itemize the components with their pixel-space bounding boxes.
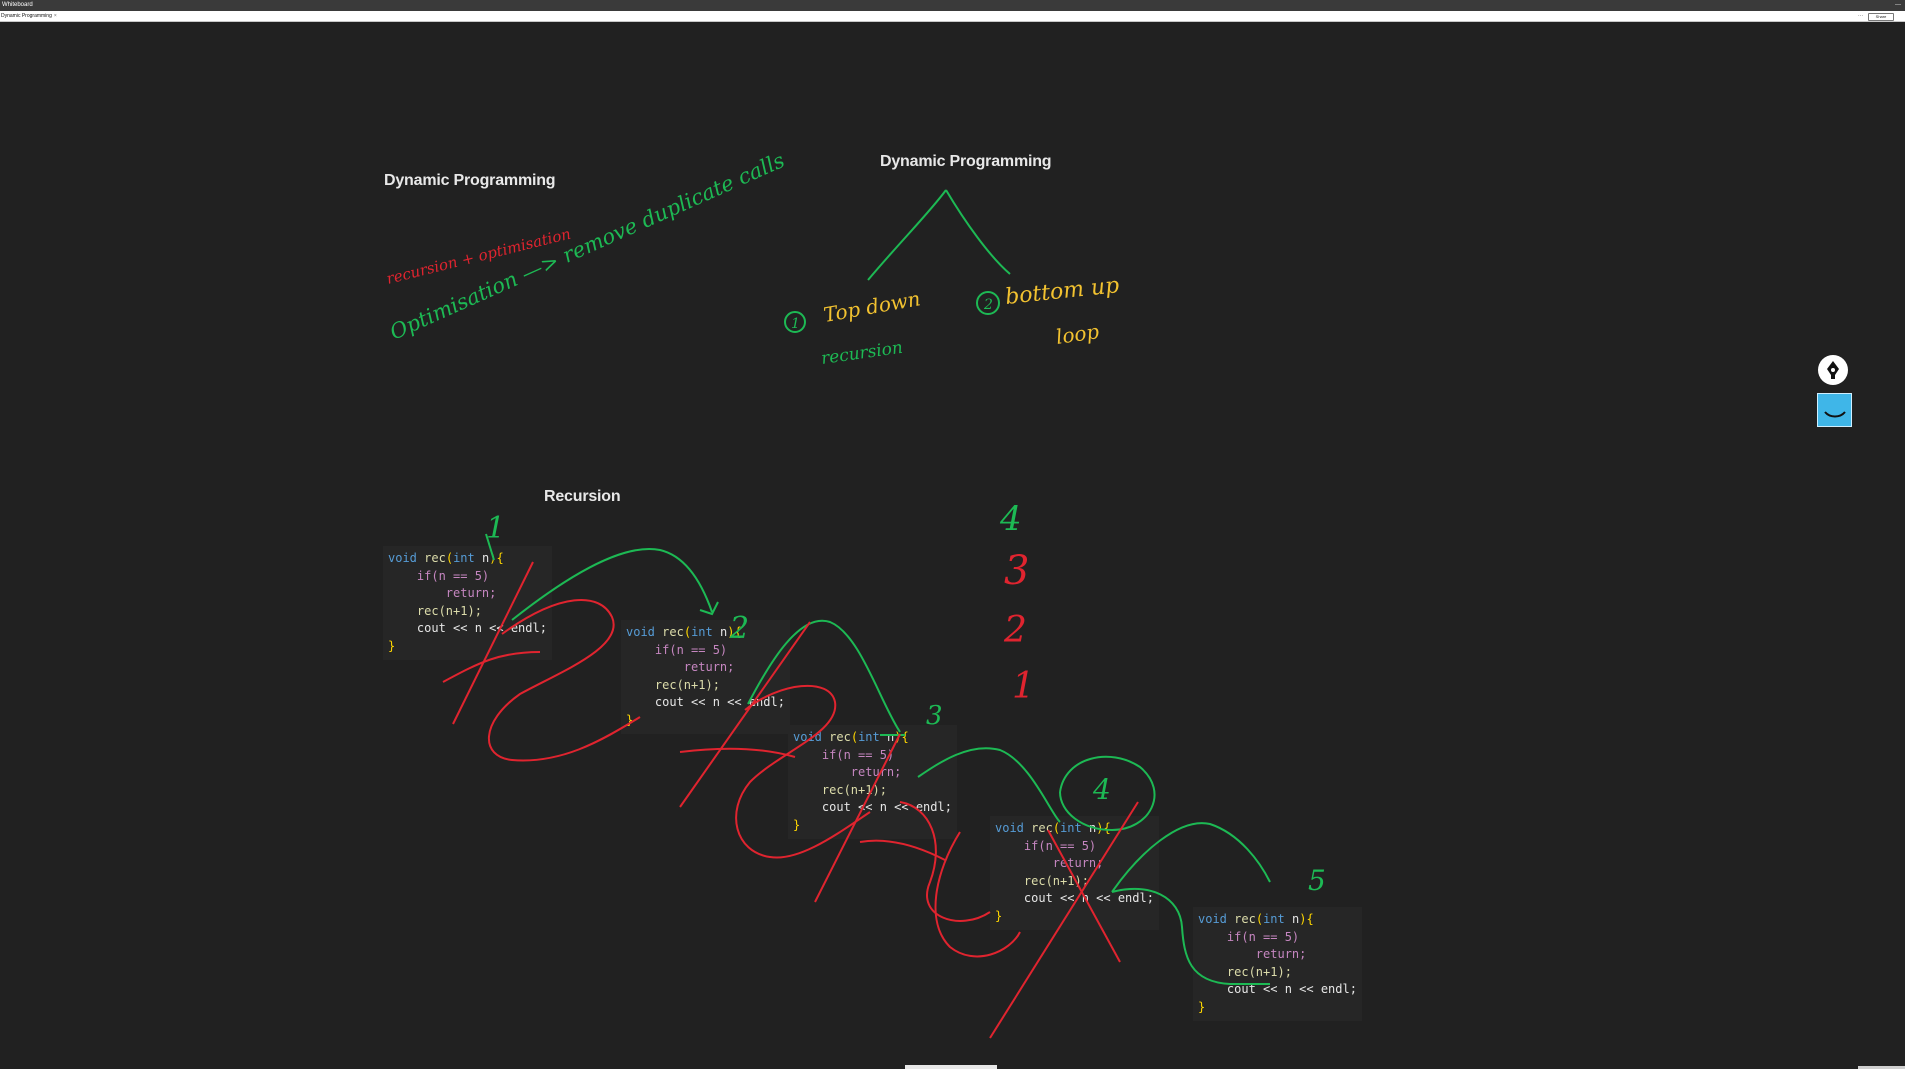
arrow-head-1 (699, 601, 719, 616)
code-block-1: void rec(int n){ if(n == 5) return; rec(… (383, 546, 552, 660)
ink-layer: recursion + optimisation Optimisation —>… (385, 148, 1326, 1039)
hw-call-4: 4 (1092, 773, 1111, 806)
red-cross-4a (989, 801, 1139, 1039)
hw-digit-3: 3 (1004, 548, 1029, 594)
code-block-4: void rec(int n){ if(n == 5) return; rec(… (990, 816, 1159, 930)
red-loop-1 (487, 599, 641, 762)
minimize-button[interactable]: — (1895, 2, 1901, 8)
share-button[interactable]: Share (1868, 13, 1894, 21)
arc-call-3 (917, 747, 1061, 823)
code-line-cout: cout << n << endl; (416, 621, 547, 636)
hw-digit-2: 2 (1003, 610, 1027, 651)
code-line-call: rec(n+1); (416, 603, 482, 618)
code-block-3: void rec(int n){ if(n == 5) return; rec(… (788, 725, 957, 839)
param-n: n (481, 551, 490, 565)
hw-recursion-sub: recursion (820, 338, 904, 369)
hw-one: 1 (791, 316, 800, 332)
more-options-button[interactable]: ··· (1858, 13, 1863, 19)
code-line-if: if(n == 5) (416, 568, 490, 583)
tab-dynamic-programming[interactable]: Dynamic Programming× (0, 11, 57, 21)
heading-dp-left: Dynamic Programming (384, 172, 556, 189)
hw-optimisation-line: Optimisation —> remove duplicate calls (386, 148, 788, 345)
heading-recursion: Recursion (544, 488, 621, 505)
swatch-curve-icon (1824, 411, 1846, 418)
code-line-return: return; (445, 586, 497, 601)
hw-circle-two (976, 291, 1000, 315)
red-loop-3 (899, 801, 991, 922)
app-title: Whiteboard (2, 2, 33, 8)
stroke-line-1 (485, 533, 495, 561)
code-block-2: void rec(int n){ if(n == 5) return; rec(… (621, 620, 790, 734)
pen-nib-icon (1827, 361, 1839, 379)
arc-return-5 (1111, 887, 1270, 985)
red-cross-1a (452, 561, 534, 725)
arc-call-1 (511, 548, 713, 621)
hw-call-5: 5 (1308, 864, 1326, 897)
red-loop-2 (735, 684, 871, 859)
red-cross-2b (679, 747, 796, 758)
hw-digit-1: 1 (1012, 666, 1035, 707)
kw-void: void (388, 551, 417, 565)
red-cross-4b (1047, 829, 1121, 963)
hw-two: 2 (983, 297, 993, 313)
red-cross-3b (859, 839, 946, 861)
hw-call-1: 1 (486, 511, 505, 546)
title-bar: Whiteboard — (0, 0, 1905, 11)
red-cross-3a (814, 733, 901, 903)
loop-circle-4 (1059, 755, 1156, 832)
code-line-close: } (388, 638, 396, 653)
hw-loop: loop (1054, 319, 1100, 349)
tree-branch-right (945, 189, 1011, 275)
bottom-right-indicator (1858, 1066, 1905, 1069)
tree-branch-left (867, 189, 947, 281)
red-cross-2a (679, 621, 811, 808)
heading-dp-center: Dynamic Programming (880, 153, 1052, 170)
hw-top-down: Top down (822, 286, 923, 327)
tab-label: Dynamic Programming (1, 13, 52, 19)
tab-bar: Dynamic Programming× ··· Share (0, 11, 1905, 22)
tab-close-icon[interactable]: × (53, 13, 57, 19)
color-swatch-button[interactable] (1817, 393, 1852, 427)
red-loop-4 (934, 831, 1021, 958)
arc-call-2 (747, 619, 901, 733)
pen-tool-button[interactable] (1818, 355, 1848, 385)
hw-bottom-up: bottom up (1004, 273, 1120, 310)
hw-call-3: 3 (926, 701, 943, 731)
whiteboard-canvas[interactable]: Dynamic Programming Dynamic Programming … (0, 22, 1905, 1069)
kw-int: int (453, 551, 475, 565)
bottom-status-bar (905, 1065, 997, 1069)
red-cross-1b (442, 651, 541, 683)
hw-circle-one (784, 311, 806, 333)
fn-rec: rec (424, 551, 446, 565)
code-block-5: void rec(int n){ if(n == 5) return; rec(… (1193, 907, 1362, 1021)
hw-call-2: 2 (729, 611, 749, 646)
arc-call-4 (1111, 822, 1271, 893)
hw-digit-4: 4 (999, 499, 1022, 539)
